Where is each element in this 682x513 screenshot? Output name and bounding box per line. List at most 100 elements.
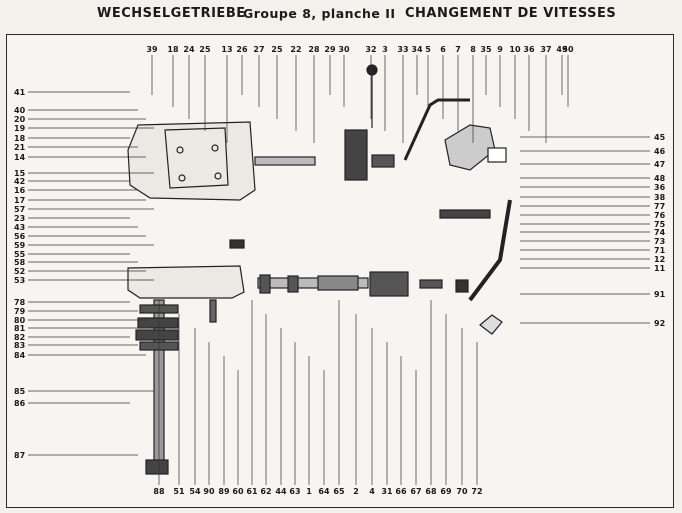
left-part-label: 79 bbox=[14, 307, 26, 316]
right-part-label: 45 bbox=[654, 133, 666, 142]
bottom-part-label: 63 bbox=[289, 487, 300, 496]
top-part-label: 29 bbox=[324, 45, 336, 54]
top-part-label: 5 bbox=[425, 45, 431, 54]
left-part-label: 15 bbox=[14, 169, 26, 178]
bottom-part-label: 90 bbox=[203, 487, 215, 496]
left-part-label: 53 bbox=[14, 276, 25, 285]
right-part-label: 77 bbox=[654, 202, 665, 211]
title-german: WECHSELGETRIEBE bbox=[97, 6, 246, 21]
top-part-label: 6 bbox=[440, 45, 446, 54]
bottom-part-label: 72 bbox=[471, 487, 482, 496]
bottom-part-label: 67 bbox=[410, 487, 421, 496]
left-part-label: 81 bbox=[14, 324, 26, 333]
left-part-label: 41 bbox=[14, 88, 26, 97]
bottom-part-label: 89 bbox=[218, 487, 230, 496]
right-part-label: 38 bbox=[654, 193, 666, 202]
top-part-label: 3 bbox=[382, 45, 388, 54]
top-part-label: 13 bbox=[221, 45, 232, 54]
left-part-label: 55 bbox=[14, 250, 26, 259]
left-part-label: 78 bbox=[14, 298, 26, 307]
left-part-label: 20 bbox=[14, 115, 26, 124]
bottom-part-label: 31 bbox=[381, 487, 393, 496]
top-part-label: 32 bbox=[365, 45, 376, 54]
left-part-label: 18 bbox=[14, 134, 26, 143]
top-part-label: 49 bbox=[556, 45, 568, 54]
top-part-label: 7 bbox=[455, 45, 461, 54]
right-part-label: 71 bbox=[654, 246, 666, 255]
left-part-label: 58 bbox=[14, 258, 26, 267]
top-part-label: 35 bbox=[480, 45, 492, 54]
right-part-label: 46 bbox=[654, 147, 666, 156]
left-part-label: 83 bbox=[14, 341, 25, 350]
bottom-part-label: 44 bbox=[275, 487, 287, 496]
left-part-label: 16 bbox=[14, 186, 26, 195]
left-part-label: 23 bbox=[14, 214, 25, 223]
bottom-part-label: 60 bbox=[232, 487, 244, 496]
left-part-label: 42 bbox=[14, 177, 25, 186]
right-part-label: 91 bbox=[654, 290, 666, 299]
right-part-label: 73 bbox=[654, 237, 665, 246]
bottom-part-label: 70 bbox=[456, 487, 468, 496]
top-part-label: 18 bbox=[167, 45, 179, 54]
left-part-label: 14 bbox=[14, 153, 26, 162]
left-part-label: 86 bbox=[14, 399, 26, 408]
left-part-label: 85 bbox=[14, 387, 26, 396]
bottom-part-label: 1 bbox=[306, 487, 312, 496]
top-part-label: 37 bbox=[540, 45, 551, 54]
bottom-part-label: 54 bbox=[189, 487, 201, 496]
bottom-part-label: 61 bbox=[246, 487, 258, 496]
bottom-part-label: 69 bbox=[440, 487, 452, 496]
top-part-label: 30 bbox=[338, 45, 350, 54]
gearbox-housing-drawing bbox=[127, 64, 512, 475]
top-part-label: 28 bbox=[308, 45, 320, 54]
right-part-label: 74 bbox=[654, 228, 666, 237]
left-part-label: 82 bbox=[14, 333, 25, 342]
right-part-label: 92 bbox=[654, 319, 665, 328]
top-part-label: 25 bbox=[199, 45, 211, 54]
left-part-label: 56 bbox=[14, 232, 26, 241]
top-part-label: 8 bbox=[470, 45, 476, 54]
top-part-label: 27 bbox=[253, 45, 264, 54]
page-header: WECHSELGETRIEBE Groupe 8, planche II CHA… bbox=[0, 0, 682, 32]
left-part-label: 19 bbox=[14, 124, 26, 133]
plate-reference: Groupe 8, planche II bbox=[243, 6, 396, 21]
top-part-label: 34 bbox=[411, 45, 423, 54]
right-part-label: 76 bbox=[654, 211, 666, 220]
bottom-part-label: 51 bbox=[173, 487, 185, 496]
left-part-label: 84 bbox=[14, 351, 26, 360]
right-part-label: 48 bbox=[654, 174, 666, 183]
right-part-label: 36 bbox=[654, 183, 666, 192]
left-part-label: 17 bbox=[14, 196, 25, 205]
right-part-label: 47 bbox=[654, 160, 665, 169]
title-french: CHANGEMENT DE VITESSES bbox=[405, 6, 617, 21]
bottom-part-label: 62 bbox=[260, 487, 271, 496]
top-part-label: 22 bbox=[290, 45, 301, 54]
top-part-label: 26 bbox=[236, 45, 248, 54]
left-part-label: 52 bbox=[14, 267, 25, 276]
top-part-label: 25 bbox=[271, 45, 283, 54]
left-part-label: 43 bbox=[14, 223, 25, 232]
left-part-label: 21 bbox=[14, 143, 26, 152]
left-part-label: 57 bbox=[14, 205, 25, 214]
top-part-label: 24 bbox=[183, 45, 195, 54]
bottom-part-label: 68 bbox=[425, 487, 437, 496]
bottom-part-label: 65 bbox=[333, 487, 345, 496]
top-part-label: 50 bbox=[562, 45, 574, 54]
bottom-part-label: 88 bbox=[153, 487, 165, 496]
bottom-part-label: 64 bbox=[318, 487, 330, 496]
bottom-part-label: 66 bbox=[395, 487, 407, 496]
top-part-label: 33 bbox=[397, 45, 408, 54]
top-part-label: 36 bbox=[523, 45, 535, 54]
right-part-label: 11 bbox=[654, 264, 666, 273]
left-part-label: 40 bbox=[14, 106, 26, 115]
right-part-label: 12 bbox=[654, 255, 665, 264]
left-part-label: 80 bbox=[14, 316, 26, 325]
top-part-label: 10 bbox=[509, 45, 521, 54]
bottom-part-label: 2 bbox=[353, 487, 359, 496]
right-part-label: 75 bbox=[654, 220, 666, 229]
left-part-label: 59 bbox=[14, 241, 26, 250]
top-part-label: 39 bbox=[146, 45, 158, 54]
left-part-label: 87 bbox=[14, 451, 25, 460]
